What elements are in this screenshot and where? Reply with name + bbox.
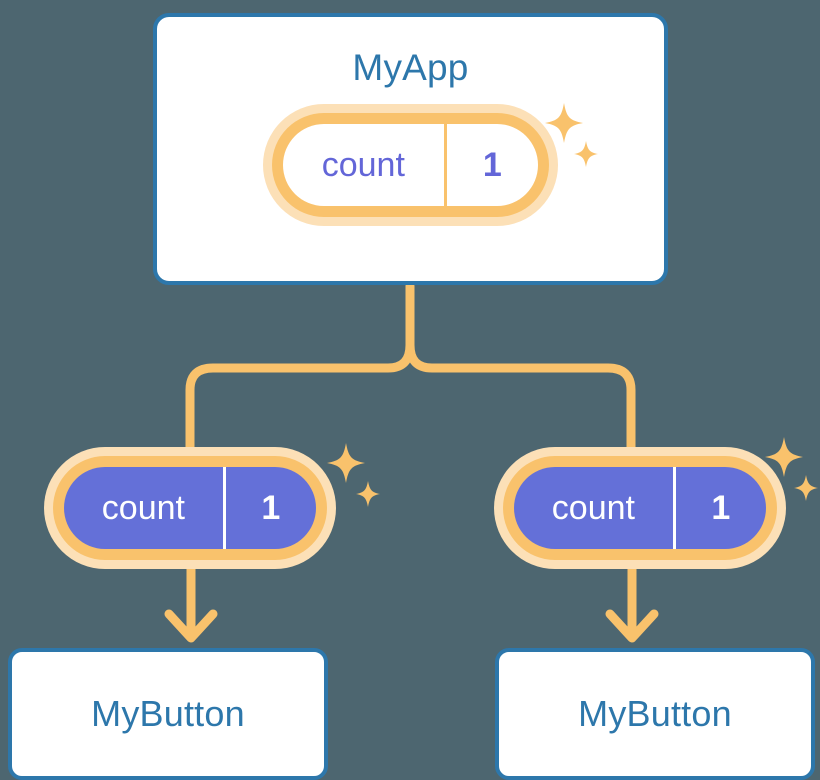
component-card-mybutton-right[interactable]: MyButton: [495, 648, 815, 780]
tree-fork-connector: [185, 281, 636, 452]
pill-body: count 1: [64, 467, 316, 549]
component-card-mybutton-left[interactable]: MyButton: [8, 648, 328, 780]
component-title: MyApp: [352, 47, 469, 88]
state-pill-mybutton-left-count[interactable]: count 1: [44, 447, 336, 569]
arrow-down-icon: [164, 564, 218, 643]
pill-body: count 1: [283, 124, 538, 206]
state-key: count: [101, 488, 185, 527]
state-pill-mybutton-right-count[interactable]: count 1: [494, 447, 786, 569]
pill-body: count 1: [514, 467, 766, 549]
state-key: count: [321, 145, 405, 184]
component-title: MyButton: [91, 693, 245, 734]
state-value: 1: [672, 467, 766, 549]
state-key: count: [551, 488, 635, 527]
component-title: MyButton: [578, 693, 732, 734]
arrow-down-icon: [605, 564, 659, 643]
state-value: 1: [443, 124, 538, 206]
state-value: 1: [222, 467, 316, 549]
state-pill-myapp-count[interactable]: count 1: [263, 104, 558, 226]
